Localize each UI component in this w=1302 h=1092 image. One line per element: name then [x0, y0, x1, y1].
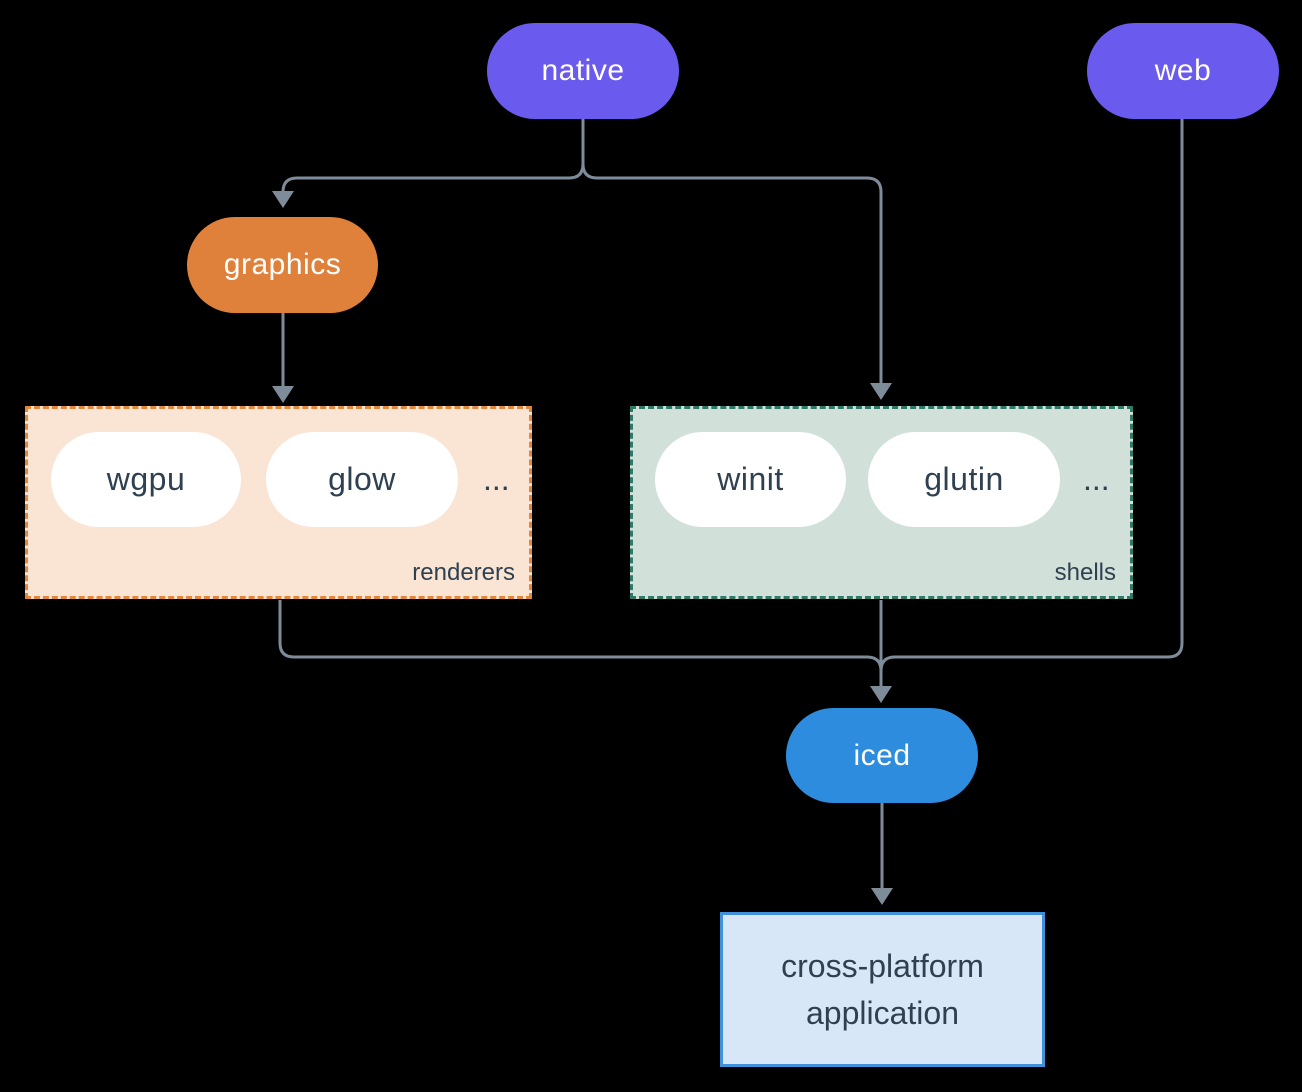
arrowhead-shells: [870, 383, 892, 400]
connector-renderers-iced: [278, 600, 883, 686]
group-shells: winit glutin ... shells: [630, 406, 1133, 599]
renderers-ellipsis: ...: [483, 461, 510, 497]
node-glutin: glutin: [868, 432, 1060, 527]
shells-group-label: shells: [1054, 559, 1116, 586]
node-winit: winit: [655, 432, 846, 527]
connector-native-graphics: [281, 119, 585, 193]
node-wgpu: wgpu: [51, 432, 241, 527]
connector-native-shells: [581, 119, 883, 384]
arrowhead-app: [871, 888, 893, 905]
arrowhead-renderers: [272, 386, 294, 403]
node-web: web: [1087, 23, 1279, 119]
renderers-group-label: renderers: [412, 559, 515, 586]
node-graphics: graphics: [187, 217, 378, 313]
arrowhead-iced: [870, 686, 892, 703]
node-glow: glow: [266, 432, 458, 527]
node-cross-platform-application: cross-platform application: [720, 912, 1045, 1067]
group-renderers: wgpu glow ... renderers: [25, 406, 532, 599]
node-native: native: [487, 23, 679, 119]
node-iced: iced: [786, 708, 978, 803]
shells-ellipsis: ...: [1083, 461, 1110, 497]
app-label-line1: cross-platform: [781, 947, 984, 984]
arrowhead-graphics: [272, 191, 294, 208]
app-label-line2: application: [806, 994, 959, 1031]
connector-web-iced: [879, 119, 1184, 686]
